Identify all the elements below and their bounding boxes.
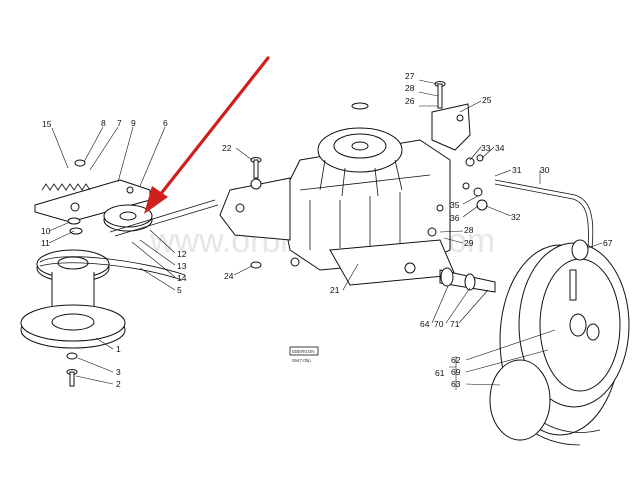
- wheel-hub: [569, 269, 600, 341]
- callout-label: 70: [434, 319, 444, 329]
- callout-label: 35: [450, 200, 460, 210]
- stamp-line-2: 0547.0hp: [292, 358, 311, 363]
- callout-label: 9: [131, 118, 136, 128]
- wheel-assembly: [489, 242, 630, 446]
- hub-cap-67: [571, 239, 589, 261]
- manufacturer-stamp: EBERGON 0547.0hp: [289, 346, 319, 363]
- callout-label: 69: [451, 367, 461, 377]
- callout-label: 25: [482, 95, 492, 105]
- callout-label: 1: [116, 344, 121, 354]
- callout-label: 13: [177, 261, 187, 271]
- callout-label: 10: [41, 226, 51, 236]
- callout-label: 2: [116, 379, 121, 389]
- callout-label: 24: [224, 271, 234, 281]
- bolt-8: [74, 159, 86, 167]
- washer-10-11: [67, 217, 83, 235]
- callout-label: 36: [450, 213, 460, 223]
- transaxle-housing: [219, 139, 456, 286]
- bolt-22: [250, 157, 262, 179]
- bolt-27: [434, 81, 446, 109]
- callout-label: 28: [405, 83, 415, 93]
- callout-label: 8: [101, 118, 106, 128]
- stamp-line-1: EBERGON: [292, 349, 315, 354]
- callout-label: 34: [495, 143, 505, 153]
- callout-label: 30: [540, 165, 550, 175]
- callout-label: 67: [603, 238, 613, 248]
- callout-label: 7: [117, 118, 122, 128]
- callout-label: 26: [405, 96, 415, 106]
- bracket-25: [431, 103, 471, 151]
- callout-labels: 27 28 26 25 33 34 31 30 22 32 35 36 28 2…: [41, 71, 613, 389]
- leader-lines: [48, 79, 603, 390]
- callout-label: 61: [435, 368, 445, 378]
- callout-label: 21: [330, 285, 340, 295]
- callout-label: 14: [177, 273, 187, 283]
- drive-belt: [39, 199, 219, 281]
- callout-label: 6: [163, 118, 168, 128]
- callout-label: 15: [42, 119, 52, 129]
- engine-pulley: [20, 249, 126, 349]
- callout-label: 32: [511, 212, 521, 222]
- callout-label: 27: [405, 71, 415, 81]
- callout-label: 12: [177, 249, 187, 259]
- red-arrow-indicator: [144, 56, 270, 214]
- cooling-fan: [317, 102, 403, 197]
- control-rod-30: [494, 179, 594, 249]
- callout-label: 62: [451, 355, 461, 365]
- callout-label: 64: [420, 319, 430, 329]
- callout-label: 11: [41, 238, 50, 248]
- axle-shaft: [439, 267, 496, 293]
- tension-spring: [41, 183, 91, 191]
- idler-pulley: [103, 204, 153, 232]
- bolt-24: [250, 261, 262, 269]
- callout-label: 22: [222, 143, 232, 153]
- callout-label: 28: [464, 225, 474, 235]
- callout-label: 71: [450, 319, 460, 329]
- linkage-parts: [462, 154, 488, 211]
- callout-label: 63: [451, 379, 461, 389]
- callout-label: 5: [177, 285, 182, 295]
- callout-label: 29: [464, 238, 474, 248]
- callout-label: 33: [481, 143, 491, 153]
- callout-label: 3: [116, 367, 121, 377]
- pulley-bolt: [66, 352, 78, 387]
- callout-label: 31: [512, 165, 522, 175]
